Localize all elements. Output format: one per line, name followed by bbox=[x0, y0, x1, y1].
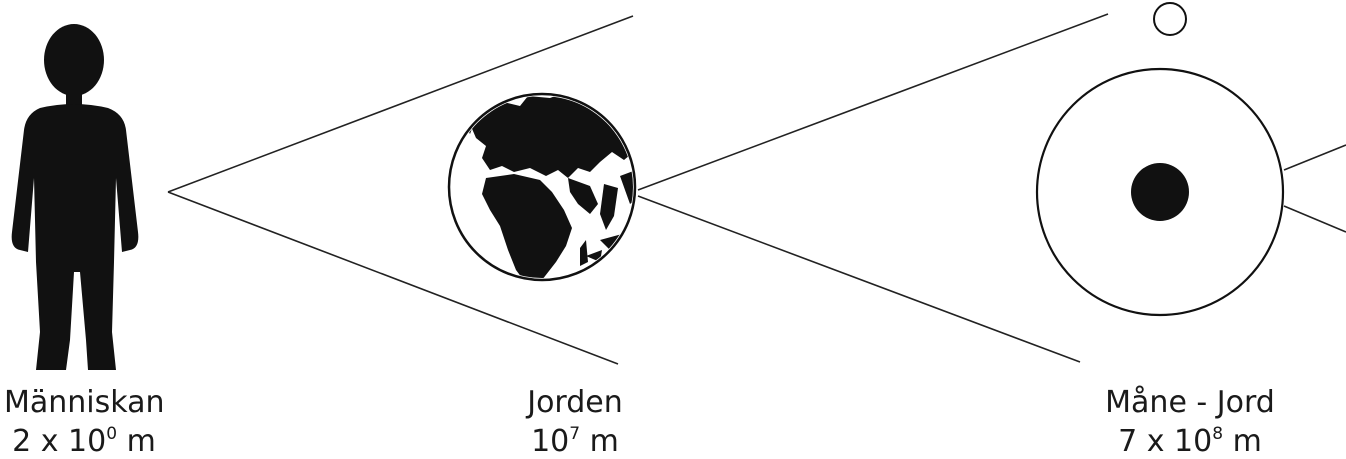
moon-circle bbox=[1154, 3, 1186, 35]
earth-moon-size-base: 7 x 10 bbox=[1118, 424, 1212, 459]
human-size-base: 2 x 10 bbox=[12, 424, 106, 459]
earth-size-exponent: 7 bbox=[569, 424, 580, 444]
human-silhouette-icon bbox=[12, 24, 139, 370]
earth-moon-name: Måne - Jord bbox=[1095, 388, 1285, 418]
human-size-unit: m bbox=[127, 424, 156, 459]
human-label: Människan 2 x 100 m bbox=[4, 388, 164, 457]
moon-orbit-icon bbox=[1037, 3, 1283, 315]
earth-globe-icon bbox=[449, 92, 640, 286]
earth-size-unit: m bbox=[590, 424, 619, 459]
earth-label: Jorden 107 m bbox=[505, 388, 645, 457]
earth-moon-size-unit: m bbox=[1233, 424, 1262, 459]
earth-moon-label: Måne - Jord 7 x 108 m bbox=[1095, 388, 1285, 457]
human-name: Människan bbox=[4, 388, 164, 418]
earth-size: 107 m bbox=[505, 426, 645, 457]
earth-size-base: 10 bbox=[531, 424, 569, 459]
human-size-exponent: 0 bbox=[106, 424, 117, 444]
earth-moon-size-exponent: 8 bbox=[1212, 424, 1223, 444]
zoom-cone-3 bbox=[1284, 145, 1346, 232]
earth-moon-size: 7 x 108 m bbox=[1095, 426, 1285, 457]
human-size: 2 x 100 m bbox=[4, 426, 164, 457]
earth-name: Jorden bbox=[505, 388, 645, 418]
earth-dot bbox=[1131, 163, 1189, 221]
